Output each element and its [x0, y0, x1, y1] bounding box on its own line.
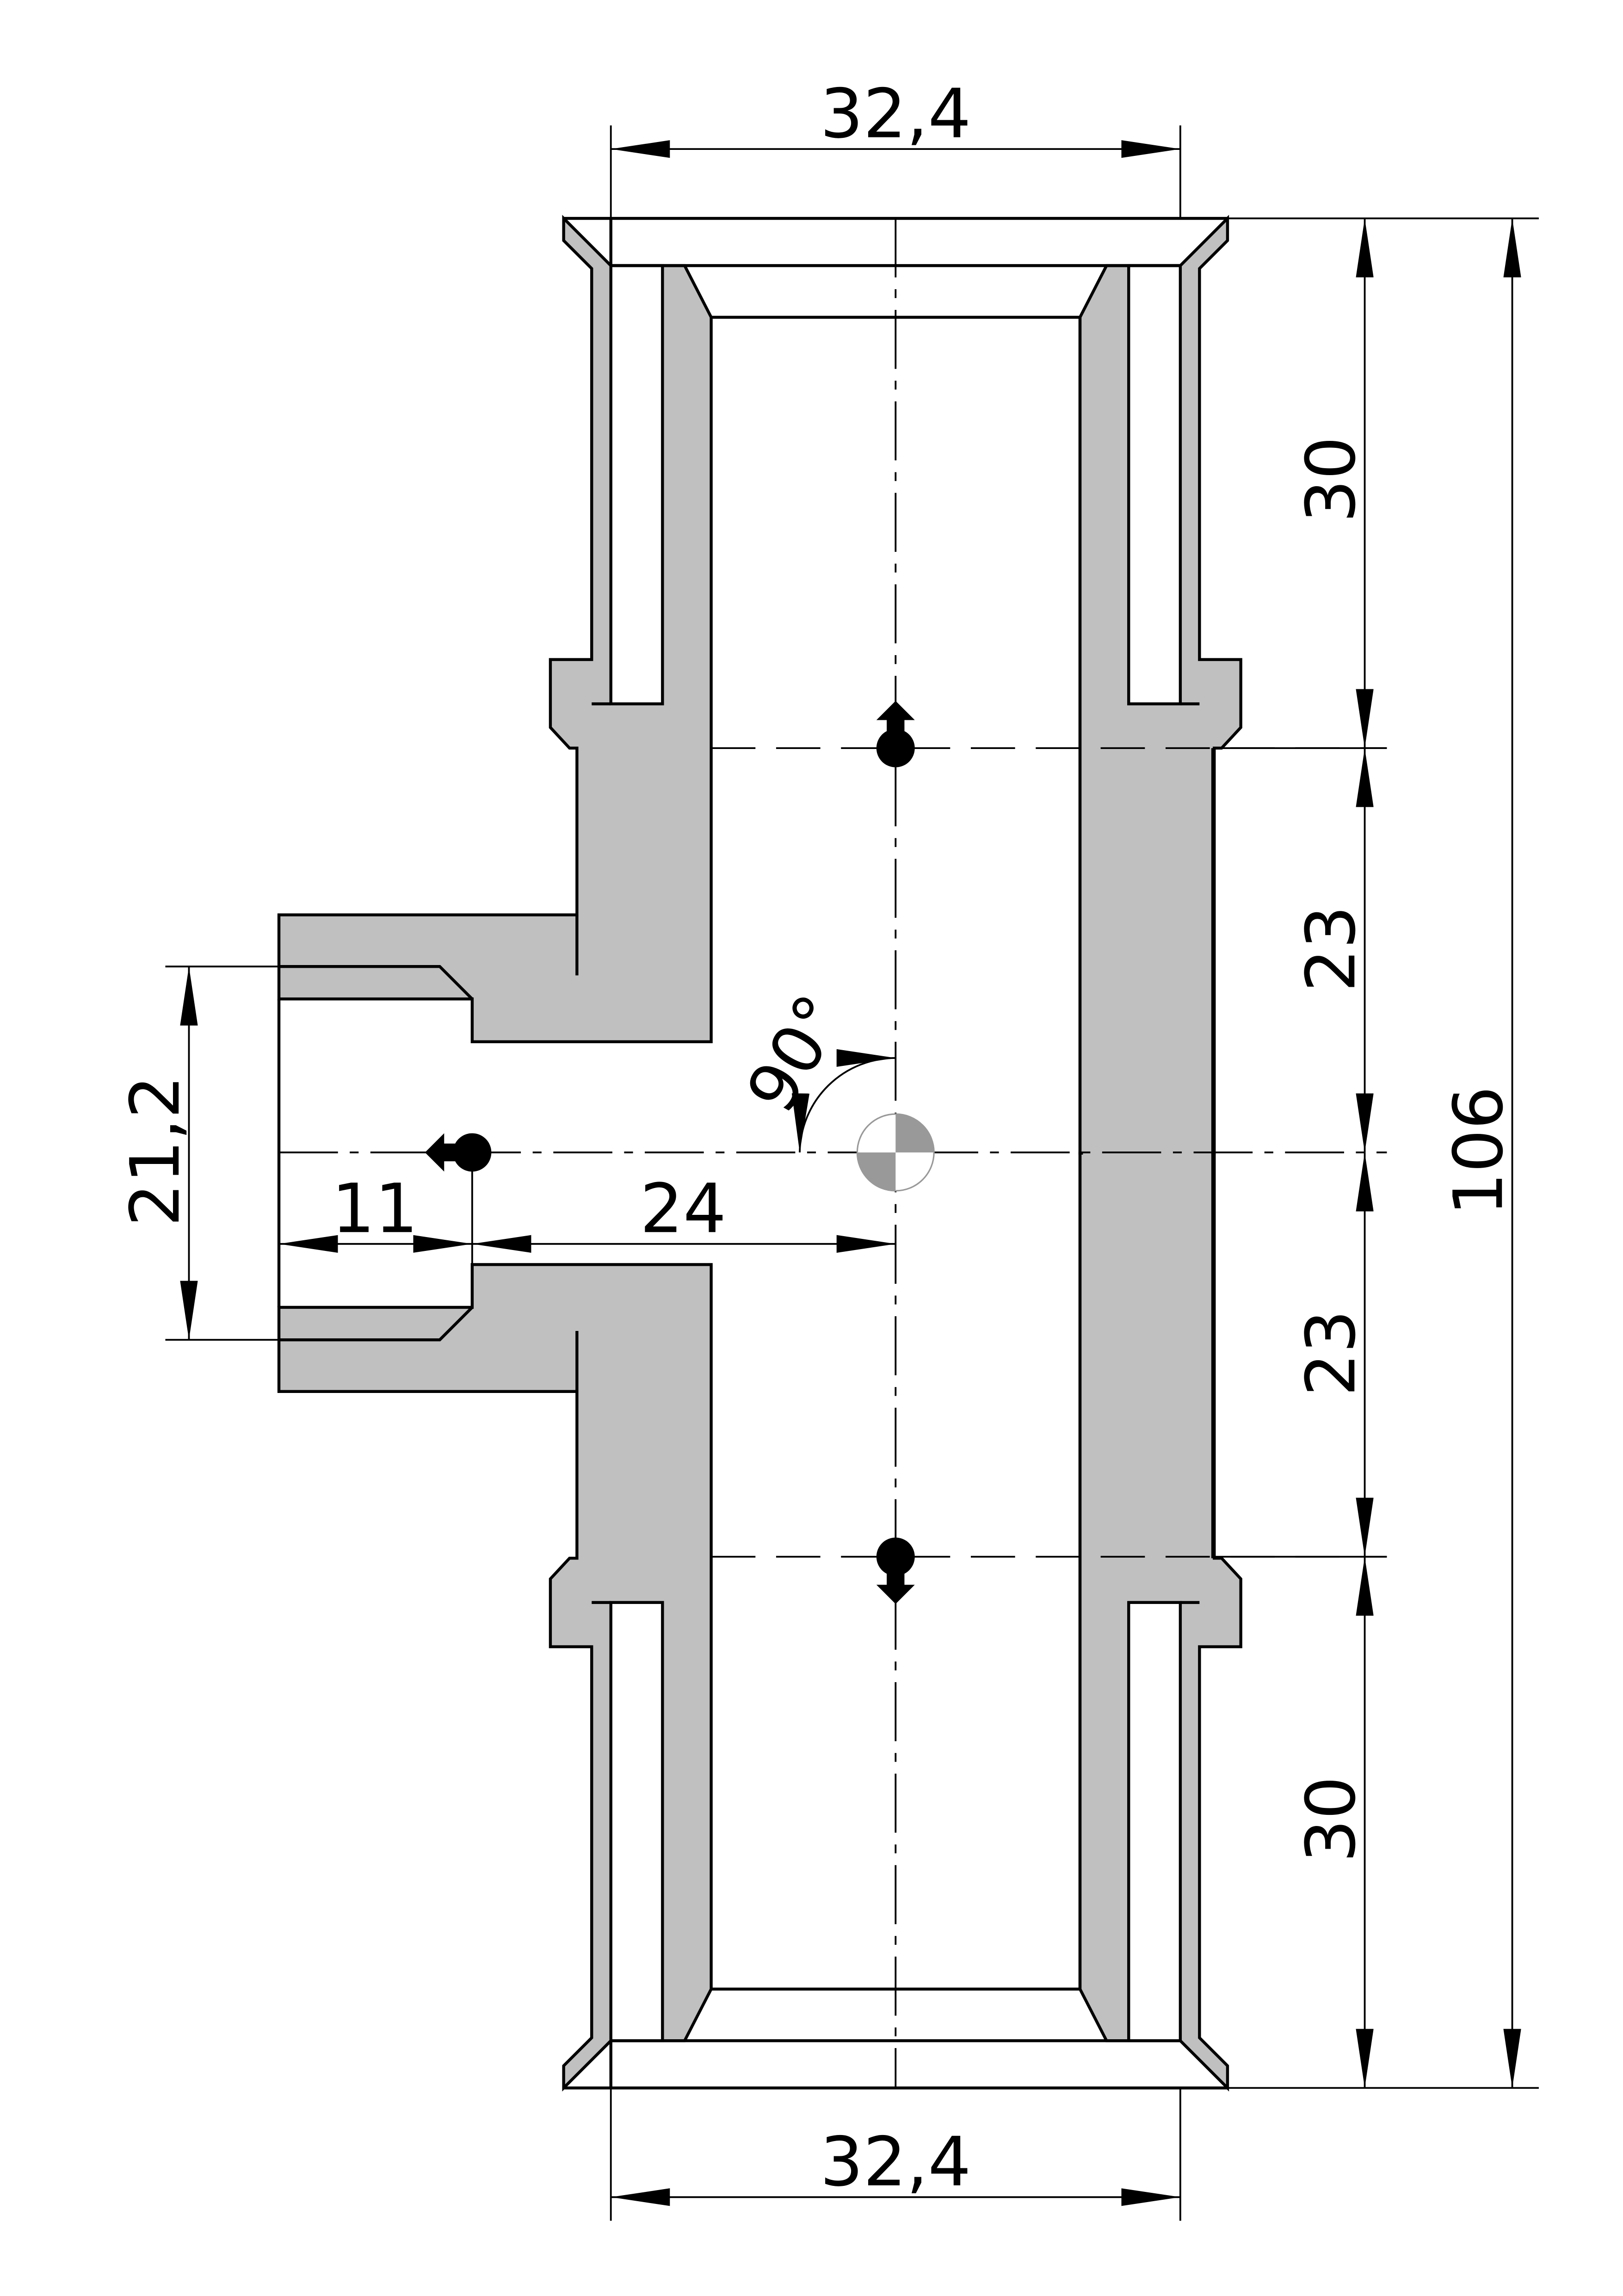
datum-markers — [425, 701, 915, 1604]
center-symbol-icon — [856, 1113, 935, 1192]
dim-overall-height: 106 — [1439, 1086, 1518, 1216]
dim-right-lower-mid: 23 — [1291, 1310, 1370, 1397]
dim-right-bottom: 30 — [1291, 1776, 1370, 1863]
dim-right-upper-mid: 23 — [1291, 906, 1370, 992]
dim-top-width: 32,4 — [820, 74, 971, 154]
datum-up-icon — [876, 701, 915, 767]
dim-branch-offset: 24 — [640, 1169, 727, 1248]
dimension-lines — [165, 125, 1539, 2221]
datum-down-icon — [876, 1537, 915, 1604]
dim-bottom-width: 32,4 — [820, 2123, 971, 2202]
dim-right-top: 30 — [1291, 436, 1370, 523]
dim-branch-diameter: 21,2 — [116, 1076, 195, 1227]
dim-branch-thread-depth: 11 — [332, 1169, 418, 1248]
